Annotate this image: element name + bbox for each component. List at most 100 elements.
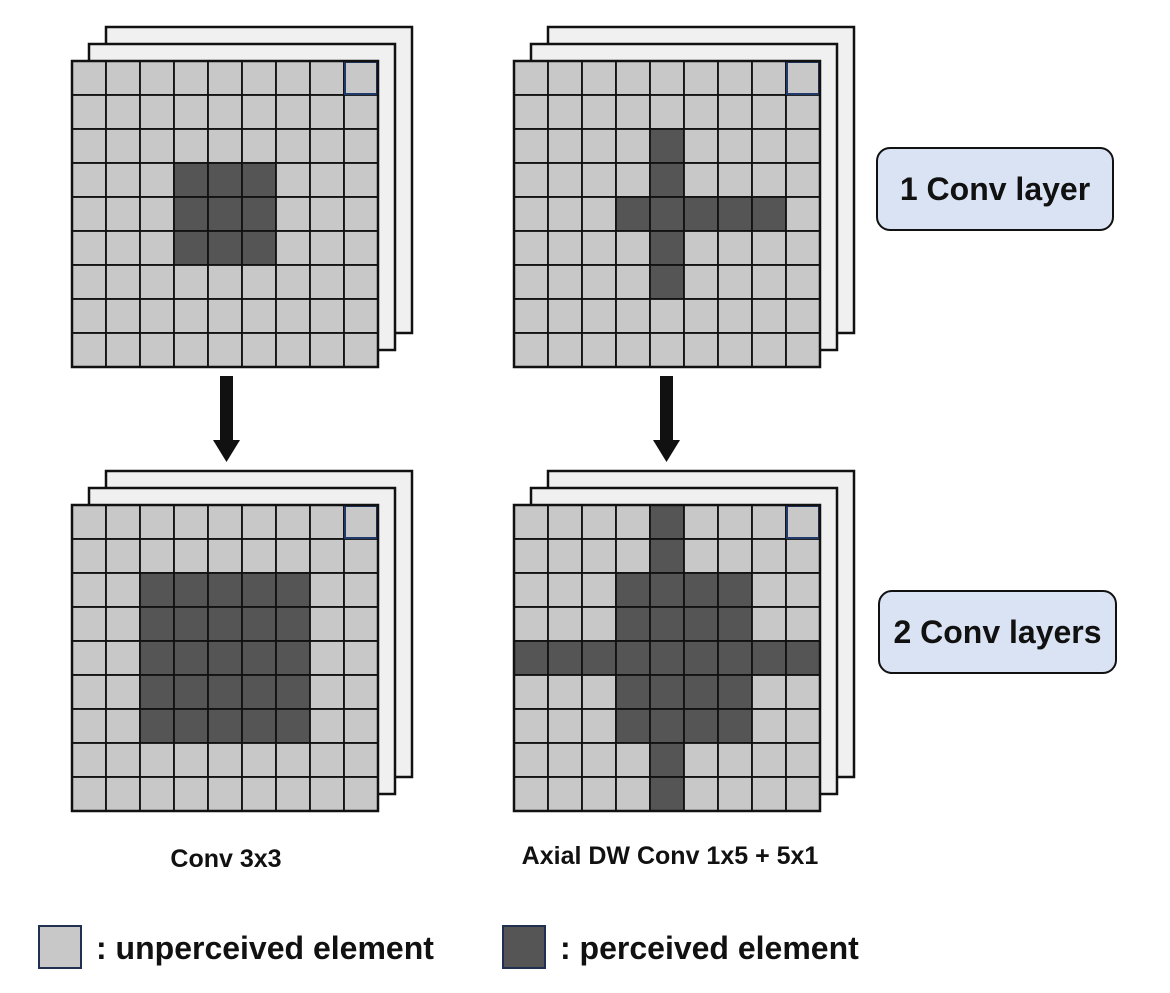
unperceived-cell bbox=[139, 230, 175, 266]
unperceived-cell bbox=[717, 332, 753, 368]
unperceived-cell bbox=[785, 504, 821, 540]
grid-border bbox=[70, 59, 380, 369]
perceived-cell bbox=[241, 196, 277, 232]
unperceived-cell bbox=[513, 538, 549, 574]
perceived-cell bbox=[275, 640, 311, 676]
perceived-cell bbox=[683, 674, 719, 710]
unperceived-cell bbox=[309, 298, 345, 334]
unperceived-cell bbox=[751, 332, 787, 368]
unperceived-cell bbox=[71, 60, 107, 96]
unperceived-cell bbox=[309, 162, 345, 198]
perceived-cell bbox=[275, 674, 311, 710]
perceived-cell bbox=[173, 640, 209, 676]
unperceived-cell bbox=[581, 230, 617, 266]
unperceived-cell bbox=[717, 538, 753, 574]
perceived-cell bbox=[683, 196, 719, 232]
unperceived-cell bbox=[139, 504, 175, 540]
two-conv-layers-label: 2 Conv layers bbox=[878, 590, 1117, 674]
unperceived-cell bbox=[581, 538, 617, 574]
unperceived-cell bbox=[683, 504, 719, 540]
down-arrow-right bbox=[653, 376, 680, 462]
perceived-cell bbox=[173, 708, 209, 744]
unperceived-cell bbox=[275, 264, 311, 300]
perceived-cell bbox=[207, 572, 243, 608]
perceived-cell bbox=[275, 708, 311, 744]
unperceived-cell bbox=[547, 162, 583, 198]
unperceived-cell bbox=[615, 230, 651, 266]
unperceived-cell bbox=[343, 538, 379, 574]
unperceived-cell bbox=[615, 332, 651, 368]
unperceived-cell bbox=[717, 162, 753, 198]
unperceived-cell bbox=[139, 60, 175, 96]
grid-border bbox=[70, 503, 380, 813]
unperceived-cell bbox=[241, 504, 277, 540]
unperceived-cell bbox=[309, 538, 345, 574]
unperceived-cell bbox=[547, 776, 583, 812]
unperceived-cell bbox=[751, 708, 787, 744]
perceived-cell bbox=[241, 708, 277, 744]
unperceived-cell bbox=[785, 162, 821, 198]
unperceived-cell bbox=[71, 776, 107, 812]
unperceived-cell bbox=[513, 94, 549, 130]
unperceived-cell bbox=[683, 128, 719, 164]
unperceived-cell bbox=[105, 264, 141, 300]
perceived-cell bbox=[173, 196, 209, 232]
unperceived-cell bbox=[751, 776, 787, 812]
unperceived-cell bbox=[547, 538, 583, 574]
unperceived-cell bbox=[547, 264, 583, 300]
unperceived-cell bbox=[547, 128, 583, 164]
unperceived-cell bbox=[547, 504, 583, 540]
unperceived-cell bbox=[615, 504, 651, 540]
unperceived-cell bbox=[751, 572, 787, 608]
unperceived-cell bbox=[785, 196, 821, 232]
unperceived-cell bbox=[717, 742, 753, 778]
perceived-cell bbox=[649, 504, 685, 540]
unperceived-cell bbox=[785, 742, 821, 778]
perceived-cell bbox=[241, 640, 277, 676]
unperceived-cell bbox=[275, 128, 311, 164]
unperceived-cell bbox=[309, 640, 345, 676]
unperceived-cell bbox=[615, 776, 651, 812]
unperceived-cell bbox=[207, 94, 243, 130]
perceived-cell bbox=[241, 230, 277, 266]
unperceived-cell bbox=[207, 332, 243, 368]
perceived-cell bbox=[513, 640, 549, 676]
perceived-cell bbox=[139, 606, 175, 642]
unperceived-cell bbox=[615, 298, 651, 334]
unperceived-cell bbox=[207, 264, 243, 300]
unperceived-cell bbox=[71, 708, 107, 744]
unperceived-cell bbox=[343, 94, 379, 130]
perceived-cell bbox=[683, 572, 719, 608]
perceived-cell bbox=[207, 674, 243, 710]
perceived-cell bbox=[207, 640, 243, 676]
unperceived-cell bbox=[309, 128, 345, 164]
unperceived-cell bbox=[241, 298, 277, 334]
perceived-cell bbox=[649, 196, 685, 232]
unperceived-cell bbox=[173, 742, 209, 778]
perceived-cell bbox=[649, 264, 685, 300]
unperceived-cell bbox=[241, 60, 277, 96]
perceived-cell bbox=[649, 742, 685, 778]
unperceived-cell bbox=[105, 60, 141, 96]
perceived-cell bbox=[751, 196, 787, 232]
unperceived-cell bbox=[105, 708, 141, 744]
unperceived-cell bbox=[275, 60, 311, 96]
unperceived-cell bbox=[343, 230, 379, 266]
perceived-cell bbox=[139, 708, 175, 744]
perceived-cell bbox=[173, 606, 209, 642]
perceived-cell bbox=[581, 640, 617, 676]
unperceived-cell bbox=[71, 94, 107, 130]
unperceived-cell bbox=[71, 538, 107, 574]
unperceived-cell bbox=[785, 128, 821, 164]
unperceived-cell bbox=[785, 572, 821, 608]
unperceived-cell bbox=[309, 332, 345, 368]
unperceived-cell bbox=[275, 504, 311, 540]
perceived-cell bbox=[241, 606, 277, 642]
unperceived-cell bbox=[309, 60, 345, 96]
unperceived-cell bbox=[275, 162, 311, 198]
unperceived-cell bbox=[785, 776, 821, 812]
unperceived-cell bbox=[343, 674, 379, 710]
unperceived-cell bbox=[105, 742, 141, 778]
perceived-cell bbox=[649, 674, 685, 710]
legend-unperceived-swatch bbox=[38, 925, 82, 969]
